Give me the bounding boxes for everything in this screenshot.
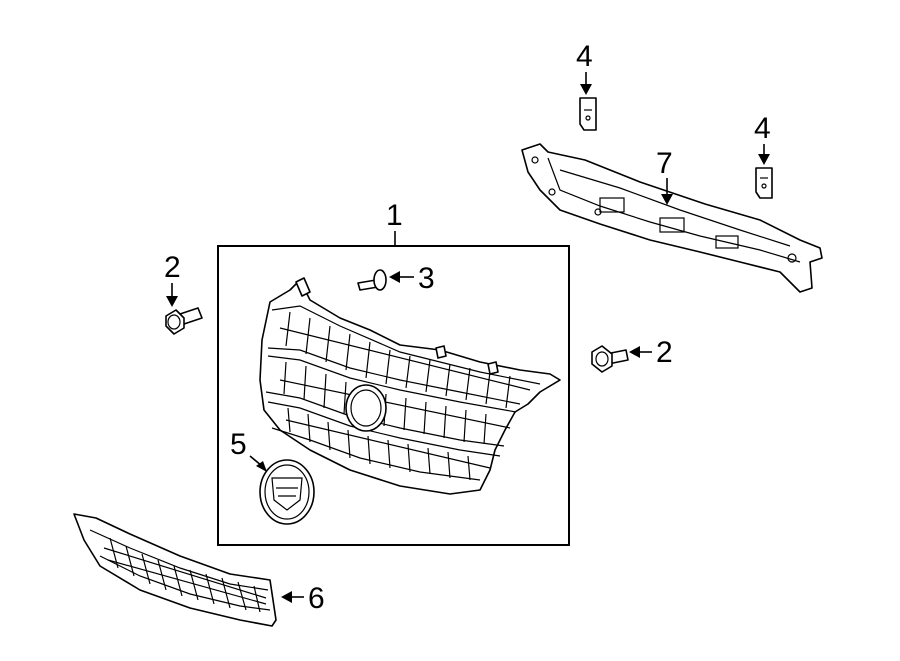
callout-1: 1 xyxy=(386,199,403,246)
callout-label: 3 xyxy=(418,262,435,295)
callout-label: 5 xyxy=(230,428,247,461)
callout-label: 6 xyxy=(308,582,325,615)
bolt-right xyxy=(591,345,629,373)
callout-2-right: 2 xyxy=(629,336,673,369)
grille-assembly xyxy=(259,277,561,495)
lower-grille xyxy=(73,513,277,627)
callout-4-top: 4 xyxy=(576,40,593,95)
callout-label: 2 xyxy=(164,251,181,284)
push-pin xyxy=(357,269,387,291)
callout-label: 7 xyxy=(656,147,673,180)
callout-7: 7 xyxy=(656,147,673,205)
emblem xyxy=(259,459,315,525)
clip-top xyxy=(579,97,597,131)
clip-right xyxy=(755,167,773,199)
callout-4-right: 4 xyxy=(754,112,771,165)
callout-5: 5 xyxy=(230,428,267,472)
grille-box xyxy=(217,245,570,546)
callout-label: 4 xyxy=(576,40,593,73)
callout-label: 1 xyxy=(386,199,403,232)
bolt-left xyxy=(165,307,203,335)
callout-6: 6 xyxy=(281,582,325,615)
callout-label: 2 xyxy=(656,336,673,369)
upper-support-bracket xyxy=(521,143,823,293)
callout-2-left: 2 xyxy=(164,251,181,307)
callout-label: 4 xyxy=(754,112,771,145)
callout-3: 3 xyxy=(389,262,435,295)
